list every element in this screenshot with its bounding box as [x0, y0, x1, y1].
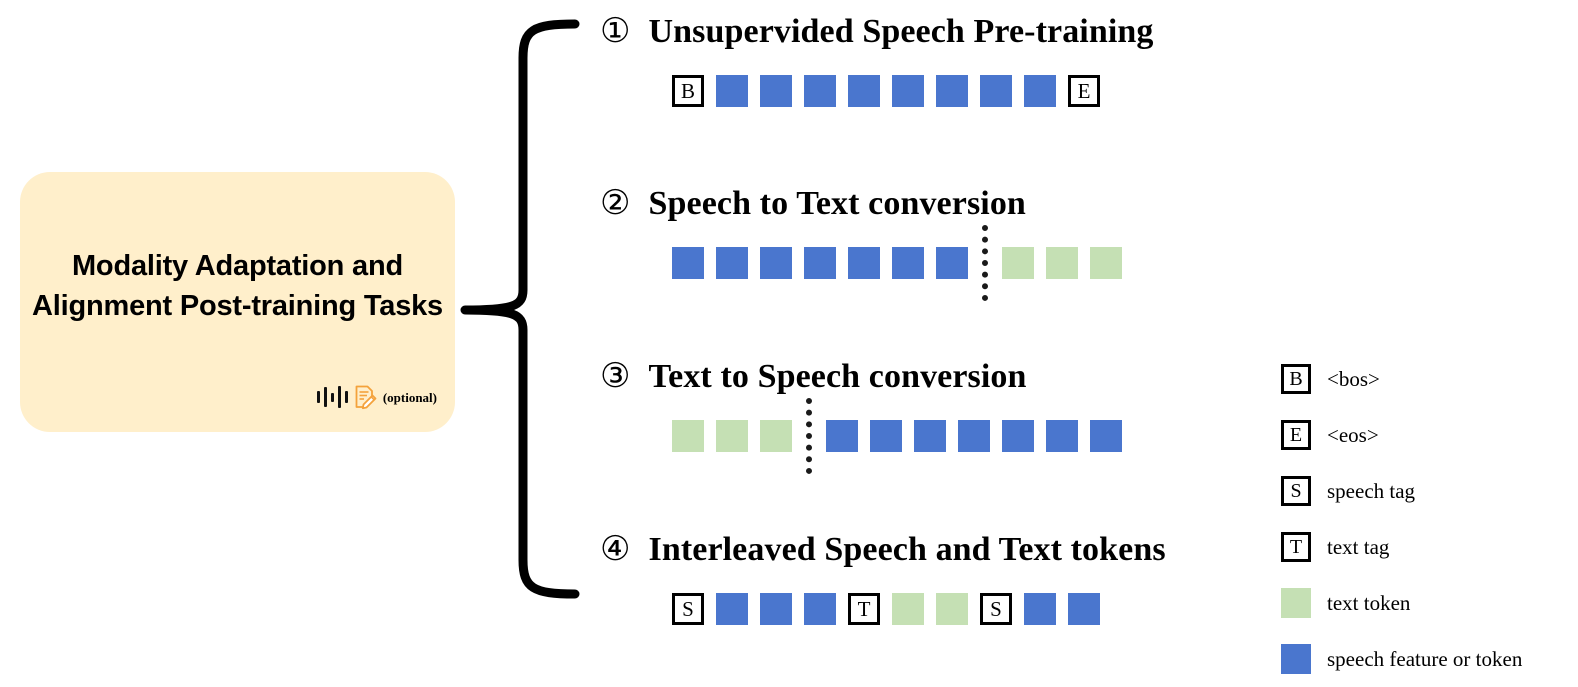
token-sequence — [672, 225, 1122, 301]
token-speech — [936, 75, 968, 107]
token-tag-speech: S — [672, 593, 704, 625]
token-speech — [804, 247, 836, 279]
legend-item: text token — [1281, 575, 1522, 631]
token-tag-eos: E — [1068, 75, 1100, 107]
legend-item: T text tag — [1281, 519, 1522, 575]
token-speech — [980, 75, 1012, 107]
legend-label: text tag — [1327, 534, 1390, 559]
token-sequence: B E — [672, 69, 1154, 113]
legend-label: <bos> — [1327, 366, 1380, 391]
token-speech — [870, 420, 902, 452]
legend-swatch-bos: B — [1281, 364, 1311, 394]
token-speech — [1068, 593, 1100, 625]
legend-swatch-speech-token — [1281, 644, 1311, 674]
speech-waveform-icon — [316, 384, 348, 410]
task-header: ④ Interleaved Speech and Text tokens — [600, 532, 1166, 567]
token-speech — [716, 593, 748, 625]
legend-item: E <eos> — [1281, 407, 1522, 463]
token-text — [892, 593, 924, 625]
token-speech — [716, 247, 748, 279]
document-edit-icon — [355, 385, 377, 410]
legend-swatch-speech-tag: S — [1281, 476, 1311, 506]
token-text — [936, 593, 968, 625]
token-speech — [760, 593, 792, 625]
token-speech — [804, 75, 836, 107]
optional-label: (optional) — [382, 389, 437, 405]
legend-swatch-eos: E — [1281, 420, 1311, 450]
token-speech — [848, 247, 880, 279]
card-title: Modality Adaptation and Alignment Post-t… — [32, 250, 443, 322]
legend-item: B <bos> — [1281, 351, 1522, 407]
task-header: ① Unsupervided Speech Pre-training — [600, 14, 1154, 49]
task-header: ② Speech to Text conversion — [600, 186, 1122, 221]
task-row-1: ① Unsupervided Speech Pre-training B E — [600, 14, 1154, 113]
task-number: ② — [600, 183, 631, 223]
token-text — [716, 420, 748, 452]
token-speech — [760, 75, 792, 107]
task-row-2: ② Speech to Text conversion — [600, 186, 1122, 301]
task-header: ③ Text to Speech conversion — [600, 359, 1122, 394]
token-tag-text: T — [848, 593, 880, 625]
token-speech — [914, 420, 946, 452]
token-speech — [1024, 75, 1056, 107]
token-tag-bos: B — [672, 75, 704, 107]
task-title: Interleaved Speech and Text tokens — [648, 531, 1166, 568]
optional-annotation: (optional) — [316, 384, 437, 410]
token-text — [672, 420, 704, 452]
legend: B <bos> E <eos> S speech tag T text tag … — [1281, 351, 1522, 687]
legend-label: speech tag — [1327, 478, 1416, 503]
token-speech — [1046, 420, 1078, 452]
token-speech — [1090, 420, 1122, 452]
token-speech — [892, 247, 924, 279]
token-speech — [1024, 593, 1056, 625]
token-speech — [1002, 420, 1034, 452]
token-speech — [826, 420, 858, 452]
token-text — [760, 420, 792, 452]
legend-label: speech feature or token — [1327, 646, 1523, 671]
task-number: ③ — [600, 356, 631, 396]
token-speech — [804, 593, 836, 625]
token-sequence — [672, 398, 1122, 474]
legend-label: <eos> — [1327, 422, 1379, 447]
task-number: ① — [600, 11, 631, 51]
token-speech — [958, 420, 990, 452]
task-title: Unsupervided Speech Pre-training — [648, 13, 1154, 50]
token-speech — [892, 75, 924, 107]
task-row-3: ③ Text to Speech conversion — [600, 359, 1122, 474]
token-text — [1002, 247, 1034, 279]
legend-swatch-text-token — [1281, 588, 1311, 618]
legend-label: text token — [1327, 590, 1411, 615]
legend-item: S speech tag — [1281, 463, 1522, 519]
token-speech — [936, 247, 968, 279]
task-row-4: ④ Interleaved Speech and Text tokens S T… — [600, 532, 1166, 631]
token-speech — [672, 247, 704, 279]
token-tag-speech: S — [980, 593, 1012, 625]
legend-item: speech feature or token — [1281, 631, 1522, 687]
token-sequence: S T S — [672, 587, 1166, 631]
token-speech — [760, 247, 792, 279]
task-title: Speech to Text conversion — [648, 185, 1026, 222]
legend-swatch-text-tag: T — [1281, 532, 1311, 562]
token-text — [1090, 247, 1122, 279]
token-text — [1046, 247, 1078, 279]
token-speech — [848, 75, 880, 107]
grouping-brace — [460, 19, 580, 599]
modality-adaptation-card: Modality Adaptation and Alignment Post-t… — [20, 172, 455, 432]
task-title: Text to Speech conversion — [648, 358, 1027, 395]
task-number: ④ — [600, 529, 631, 569]
token-speech — [716, 75, 748, 107]
